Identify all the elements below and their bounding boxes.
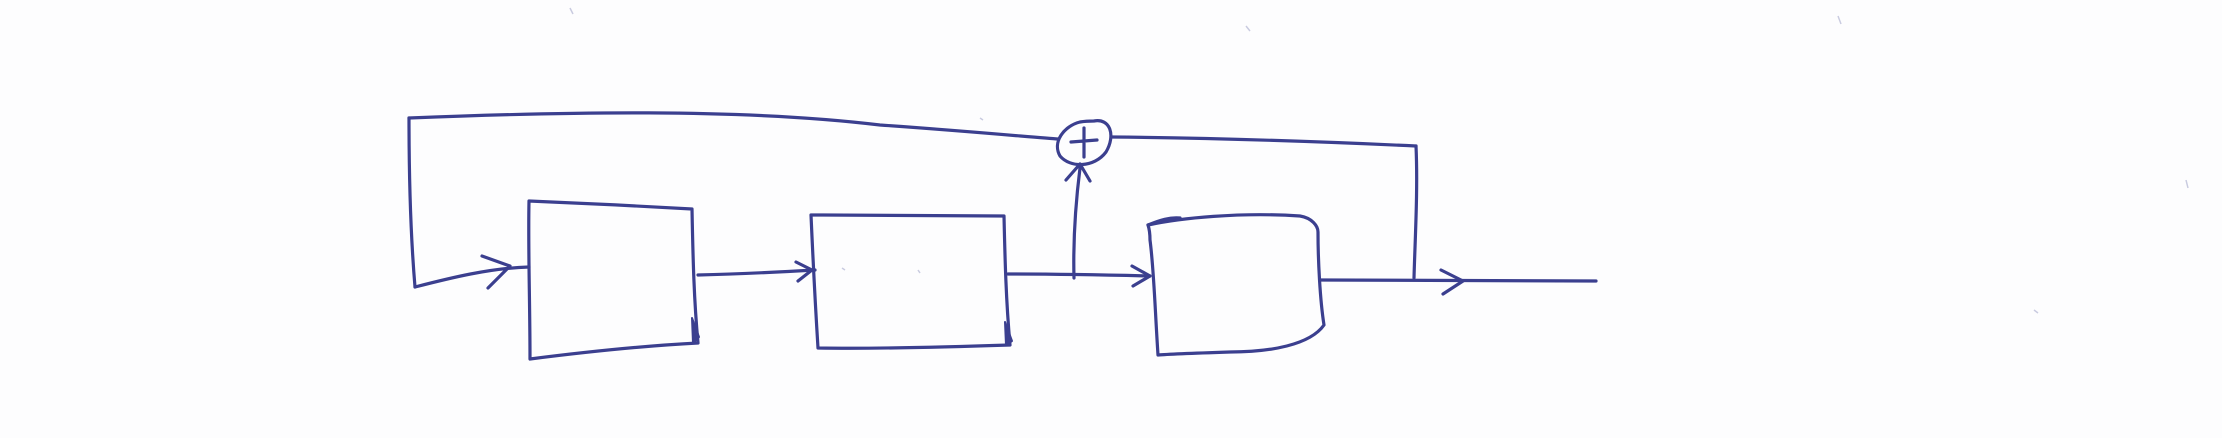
block-2 bbox=[809, 213, 1012, 350]
input-arrowhead bbox=[480, 254, 512, 290]
block-1 bbox=[527, 199, 700, 361]
feedback-top-wire bbox=[407, 111, 1060, 141]
arrowhead-block3 bbox=[1130, 264, 1152, 288]
wire-block1-to-block2 bbox=[696, 268, 817, 277]
feedback-left-drop bbox=[407, 116, 417, 289]
output-wire bbox=[1318, 278, 1598, 283]
wire-block2-to-block3 bbox=[1006, 272, 1152, 278]
pen-strokes bbox=[407, 111, 1598, 361]
wire-branch-to-junction bbox=[1072, 166, 1082, 280]
summing-junction-plus bbox=[1069, 126, 1099, 159]
feedback-top-wire-right bbox=[1110, 135, 1418, 148]
feedback-right-drop bbox=[1412, 144, 1419, 280]
input-wire bbox=[413, 265, 531, 289]
arrowhead-block2 bbox=[794, 260, 814, 283]
block-1-ink-blob bbox=[691, 317, 700, 344]
output-arrowhead bbox=[1439, 268, 1465, 296]
block-2-ink-blob bbox=[1004, 321, 1013, 346]
paper-specks bbox=[569, 7, 2189, 314]
block-3 bbox=[1146, 213, 1326, 357]
summing-junction-circle bbox=[1055, 119, 1113, 167]
block-3-top-stroke bbox=[1146, 216, 1182, 227]
